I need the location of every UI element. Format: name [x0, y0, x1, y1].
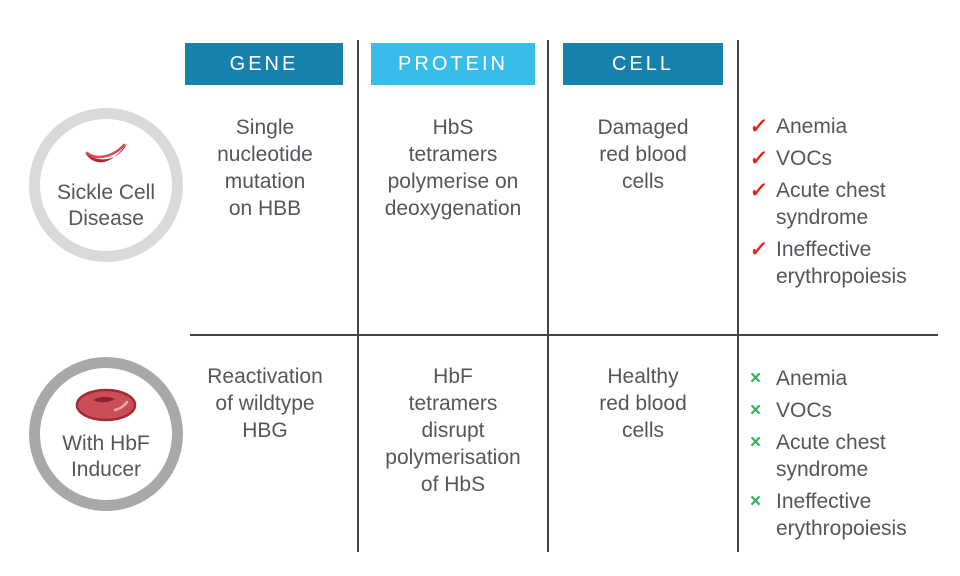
symptom-label: Anemia [776, 115, 848, 138]
check-icon: ✓ [748, 147, 769, 170]
header-protein: PROTEIN [371, 43, 535, 85]
header-cell-label: CELL [611, 52, 675, 75]
cross-icon: × [750, 400, 762, 421]
row-divider [190, 334, 938, 336]
symptom-label: Acute chest syndrome [776, 179, 886, 229]
check-icon: ✓ [748, 179, 769, 202]
symptom-label: Anemia [776, 367, 848, 390]
badge-sickle-cell-disease: Sickle Cell Disease [29, 108, 183, 262]
header-gene: GENE [185, 43, 343, 85]
cross-icon: × [750, 432, 762, 453]
header-protein-label: PROTEIN [398, 52, 508, 75]
header-gene-label: GENE [229, 52, 299, 75]
symptom-label: Ineffective erythropoiesis [776, 238, 907, 288]
cell-gene-hbf: Reactivation of wildtype HBG [207, 365, 323, 442]
sickle-cell-icon [83, 139, 129, 173]
list-item: ✓ Anemia [748, 113, 956, 140]
column-divider-1 [357, 40, 359, 552]
list-item: × Acute chest syndrome [750, 429, 956, 483]
red-blood-cell-icon [75, 386, 137, 424]
list-item: × Ineffective erythropoiesis [750, 488, 956, 542]
list-item: ✓ VOCs [748, 145, 956, 172]
badge-label-with-hbf-inducer: With HbF Inducer [62, 431, 150, 481]
check-icon: ✓ [748, 115, 769, 138]
badge-with-hbf-inducer: With HbF Inducer [29, 357, 183, 511]
column-divider-2 [547, 40, 549, 552]
symptom-label: VOCs [776, 147, 833, 170]
symptom-label: Acute chest syndrome [776, 431, 886, 481]
list-item: × Anemia [750, 365, 956, 392]
symptom-label: Ineffective erythropoiesis [776, 490, 907, 540]
list-item: ✓ Acute chest syndrome [748, 177, 956, 231]
cross-icon: × [750, 368, 762, 389]
column-divider-3 [737, 40, 739, 552]
cell-gene-sickle: Single nucleotide mutation on HBB [217, 116, 313, 220]
check-icon: ✓ [748, 238, 769, 261]
header-cell: CELL [563, 43, 723, 85]
cell-cell-sickle: Damaged red blood cells [597, 116, 689, 193]
list-item: ✓ Ineffective erythropoiesis [748, 236, 956, 290]
cell-protein-hbf: HbF tetramers disrupt polymerisation of … [385, 365, 521, 496]
cell-protein-sickle: HbS tetramers polymerise on deoxygenatio… [384, 116, 522, 220]
badge-label-sickle-cell-disease: Sickle Cell Disease [56, 180, 156, 230]
cross-icon: × [750, 491, 762, 512]
symptom-list-hbf: × Anemia × VOCs × Acute chest syndrome ×… [750, 365, 956, 547]
symptom-list-sickle: ✓ Anemia ✓ VOCs ✓ Acute chest syndrome ✓… [748, 113, 956, 295]
cell-cell-hbf: Healthy red blood cells [599, 365, 687, 442]
list-item: × VOCs [750, 397, 956, 424]
symptom-label: VOCs [776, 399, 833, 422]
